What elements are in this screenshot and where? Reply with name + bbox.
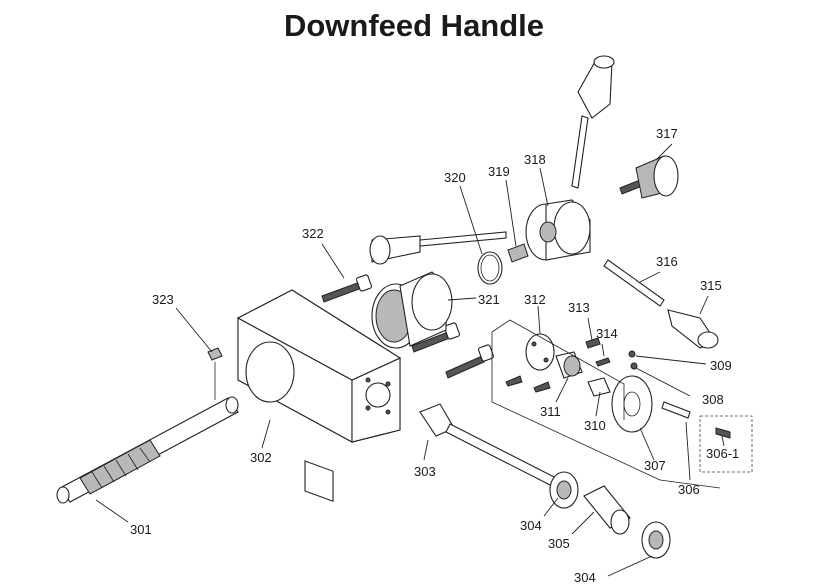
part-308-309 bbox=[628, 350, 638, 370]
label-309: 309 bbox=[710, 358, 732, 373]
label-315: 315 bbox=[700, 278, 722, 293]
label-310: 310 bbox=[584, 418, 606, 433]
label-321: 321 bbox=[478, 292, 500, 307]
part-303-worm-shaft bbox=[419, 403, 561, 489]
label-308: 308 bbox=[702, 392, 724, 407]
part-handle-top bbox=[571, 55, 615, 189]
part-323-key bbox=[207, 347, 223, 400]
assembly-outline bbox=[491, 319, 721, 489]
label-304-lower: 304 bbox=[574, 570, 596, 585]
label-307: 307 bbox=[644, 458, 666, 473]
part-306-1-box bbox=[699, 415, 753, 473]
label-323: 323 bbox=[152, 292, 174, 307]
part-307-disc bbox=[611, 375, 653, 433]
label-322: 322 bbox=[302, 226, 324, 241]
page-title: Downfeed Handle bbox=[283, 8, 545, 43]
part-310-bushing bbox=[587, 377, 611, 397]
part-301-pinion-shaft bbox=[56, 396, 239, 504]
part-306-bolt bbox=[661, 401, 731, 439]
part-318-hub bbox=[525, 199, 591, 261]
part-302-housing bbox=[236, 289, 402, 502]
part-312-flange bbox=[525, 333, 555, 371]
label-316: 316 bbox=[656, 254, 678, 269]
part-316-rod bbox=[603, 259, 665, 307]
label-304-upper: 304 bbox=[520, 518, 542, 533]
label-302: 302 bbox=[250, 450, 272, 465]
part-304-bearing-lower bbox=[641, 521, 671, 559]
part-317-knob bbox=[619, 155, 679, 199]
part-313-314-pins bbox=[505, 337, 611, 393]
label-305: 305 bbox=[548, 536, 570, 551]
label-319: 319 bbox=[488, 164, 510, 179]
part-311-sleeve bbox=[555, 351, 583, 379]
part-315-knob bbox=[667, 309, 719, 349]
leader-lines bbox=[95, 143, 725, 577]
label-301: 301 bbox=[130, 522, 152, 537]
label-318: 318 bbox=[524, 152, 546, 167]
label-313: 313 bbox=[568, 300, 590, 315]
part-305-tube bbox=[583, 485, 631, 535]
label-312: 312 bbox=[524, 292, 546, 307]
label-303: 303 bbox=[414, 464, 436, 479]
label-317: 317 bbox=[656, 126, 678, 141]
part-320-snap-ring bbox=[477, 251, 503, 285]
label-320: 320 bbox=[444, 170, 466, 185]
part-322-bolts bbox=[321, 274, 495, 379]
part-handle-knob-left bbox=[369, 231, 507, 265]
label-306-1: 306-1 bbox=[706, 446, 739, 461]
part-321-gear bbox=[371, 271, 453, 349]
label-311: 311 bbox=[540, 404, 561, 419]
label-306: 306 bbox=[678, 482, 700, 497]
label-314: 314 bbox=[596, 326, 618, 341]
part-319-spring bbox=[507, 243, 529, 263]
